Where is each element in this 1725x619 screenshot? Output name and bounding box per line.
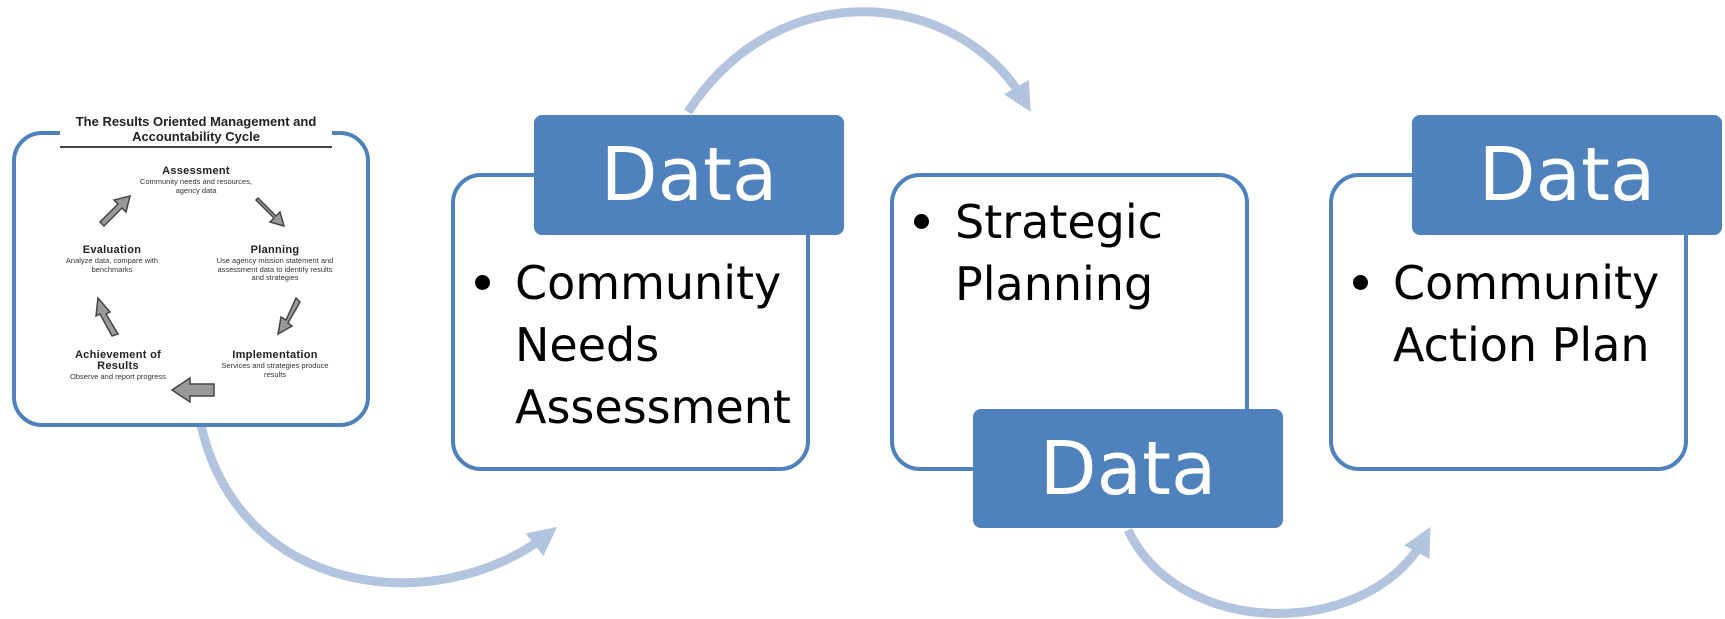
cycle-arrow-icon bbox=[276, 296, 301, 336]
bullet-icon bbox=[475, 275, 490, 290]
data-tab-3: Data bbox=[1412, 115, 1722, 235]
cycle-arrow-icon bbox=[254, 196, 286, 228]
data-tab-2: Data bbox=[973, 409, 1283, 528]
roma-step-assessment: Assessment Community needs and resources… bbox=[139, 165, 253, 195]
cycle-arrow-icon bbox=[98, 194, 132, 228]
connector-arrow-3 bbox=[1123, 526, 1431, 618]
roma-step-implementation: Implementation Services and strategies p… bbox=[221, 349, 329, 379]
cycle-arrow-icon bbox=[95, 296, 120, 337]
roma-cycle-image: The Results Oriented Management and Acco… bbox=[60, 108, 334, 404]
stage-1-bullet: Community Needs Assessment bbox=[515, 256, 791, 434]
data-tab-1: Data bbox=[534, 115, 844, 235]
roma-step-achievement: Achievement of Results Observe and repor… bbox=[70, 349, 166, 381]
connector-arrow-1 bbox=[193, 409, 558, 588]
roma-step-evaluation: Evaluation Analyze data, compare with be… bbox=[65, 244, 159, 274]
bullet-icon bbox=[1353, 275, 1368, 290]
cycle-arrow-icon bbox=[170, 376, 215, 404]
bullet-icon bbox=[914, 214, 929, 229]
roma-step-planning: Planning Use agency mission statement an… bbox=[216, 244, 334, 282]
connector-arrow-2 bbox=[684, 7, 1031, 115]
roma-cycle-title: The Results Oriented Management and Acco… bbox=[75, 114, 317, 144]
roma-title-divider bbox=[60, 146, 332, 148]
stage-2-bullet: Strategic Planning bbox=[955, 195, 1163, 311]
stage-3-bullet: Community Action Plan bbox=[1393, 256, 1660, 372]
